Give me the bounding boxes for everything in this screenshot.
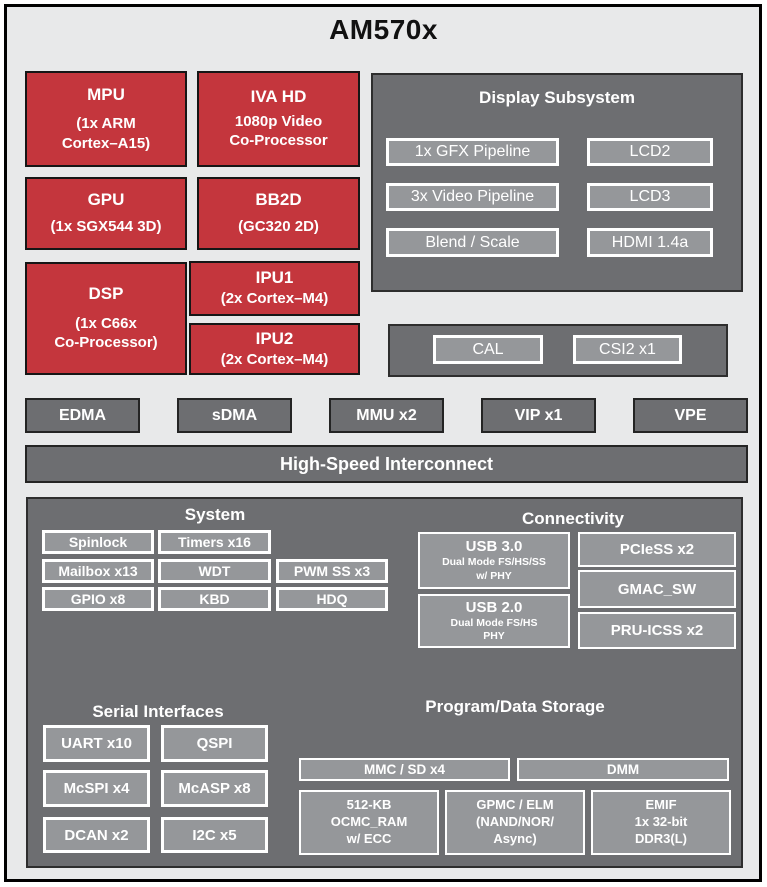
block-subtitle: (1x C66x Co-Processor) xyxy=(54,314,158,352)
block-uart: UART x10 xyxy=(43,725,150,762)
block-hdmi: HDMI 1.4a xyxy=(587,228,713,257)
block-ipu2: IPU2 (2x Cortex–M4) xyxy=(189,323,360,375)
block-subtitle: (2x Cortex–M4) xyxy=(220,350,329,368)
block-title: DSP xyxy=(88,284,124,304)
block-usb3: USB 3.0 Dual Mode FS/HS/SS w/ PHY xyxy=(418,532,570,589)
peripherals-box: System Spinlock Timers x16 Mailbox x13 W… xyxy=(26,497,743,868)
block-mcspi: McSPI x4 xyxy=(43,770,150,807)
block-mmu: MMU x2 xyxy=(329,398,444,433)
block-i2c: I2C x5 xyxy=(161,817,268,853)
block-pru-icss: PRU-ICSS x2 xyxy=(578,612,736,649)
block-subtitle: Dual Mode FS/HS PHY xyxy=(450,616,538,642)
block-sdma: sDMA xyxy=(177,398,292,433)
block-gpio: GPIO x8 xyxy=(42,587,154,611)
block-title: GPU xyxy=(87,190,125,210)
block-gpu: GPU (1x SGX544 3D) xyxy=(25,177,187,250)
block-lcd3: LCD3 xyxy=(587,183,713,211)
block-dsp: DSP (1x C66x Co-Processor) xyxy=(25,262,187,375)
block-emif: EMIF 1x 32-bit DDR3(L) xyxy=(591,790,731,855)
serial-group-title: Serial Interfaces xyxy=(92,702,224,721)
block-ocmc-ram: 512-KB OCMC_RAM w/ ECC xyxy=(299,790,439,855)
block-title: IPU1 xyxy=(255,268,294,288)
block-title: USB 3.0 xyxy=(465,538,523,556)
block-subtitle: (1x ARM Cortex–A15) xyxy=(61,115,151,152)
block-title: IVA HD xyxy=(250,87,307,107)
block-title: MPU xyxy=(87,84,125,104)
block-spinlock: Spinlock xyxy=(42,530,154,554)
block-subtitle: 1080p Video Co-Processor xyxy=(229,112,328,150)
block-video-pipeline: 3x Video Pipeline xyxy=(386,183,559,211)
block-timers: Timers x16 xyxy=(158,530,271,554)
display-subsystem-box: Display Subsystem 1x GFX Pipeline 3x Vid… xyxy=(371,73,743,292)
block-pciess: PCIeSS x2 xyxy=(578,532,736,567)
block-iva-hd: IVA HD 1080p Video Co-Processor xyxy=(197,71,360,167)
block-mmc-sd: MMC / SD x4 xyxy=(299,758,510,781)
high-speed-interconnect-bar: High-Speed Interconnect xyxy=(25,445,748,483)
display-subsystem-title: Display Subsystem xyxy=(479,88,635,107)
connectivity-group-title: Connectivity xyxy=(521,509,625,528)
block-vpe: VPE xyxy=(633,398,748,433)
block-dmm: DMM xyxy=(517,758,729,781)
block-bb2d: BB2D (GC320 2D) xyxy=(197,177,360,250)
block-vip: VIP x1 xyxy=(481,398,596,433)
block-title: BB2D xyxy=(255,190,302,210)
block-gpmc-elm: GPMC / ELM (NAND/NOR/ Async) xyxy=(445,790,585,855)
block-subtitle: (2x Cortex–M4) xyxy=(220,290,329,308)
block-csi2: CSI2 x1 xyxy=(573,335,682,364)
block-kbd: KBD xyxy=(158,587,271,611)
block-mailbox: Mailbox x13 xyxy=(42,559,154,583)
block-lcd2: LCD2 xyxy=(587,138,713,166)
block-gfx-pipeline: 1x GFX Pipeline xyxy=(386,138,559,166)
block-mpu: MPU (1x ARM Cortex–A15) xyxy=(25,71,187,167)
block-blend-scale: Blend / Scale xyxy=(386,228,559,257)
system-group-title: System xyxy=(184,505,246,524)
block-subtitle: (1x SGX544 3D) xyxy=(50,218,162,236)
block-qspi: QSPI xyxy=(161,725,268,762)
block-pwm: PWM SS x3 xyxy=(276,559,388,583)
block-mcasp: McASP x8 xyxy=(161,770,268,807)
block-dcan: DCAN x2 xyxy=(43,817,150,853)
camera-bar: CAL CSI2 x1 xyxy=(388,324,728,377)
block-ipu1: IPU1 (2x Cortex–M4) xyxy=(189,261,360,316)
block-title: USB 2.0 xyxy=(465,598,523,616)
block-cal: CAL xyxy=(433,335,543,364)
block-wdt: WDT xyxy=(158,559,271,583)
block-title: IPU2 xyxy=(255,328,294,348)
block-subtitle: (GC320 2D) xyxy=(238,218,319,236)
storage-group-title: Program/Data Storage xyxy=(425,697,605,716)
block-usb2: USB 2.0 Dual Mode FS/HS PHY xyxy=(418,594,570,648)
block-gmac: GMAC_SW xyxy=(578,570,736,608)
block-edma: EDMA xyxy=(25,398,140,433)
page-title: AM570x xyxy=(329,14,438,45)
block-hdq: HDQ xyxy=(276,587,388,611)
block-subtitle: Dual Mode FS/HS/SS w/ PHY xyxy=(442,556,546,582)
